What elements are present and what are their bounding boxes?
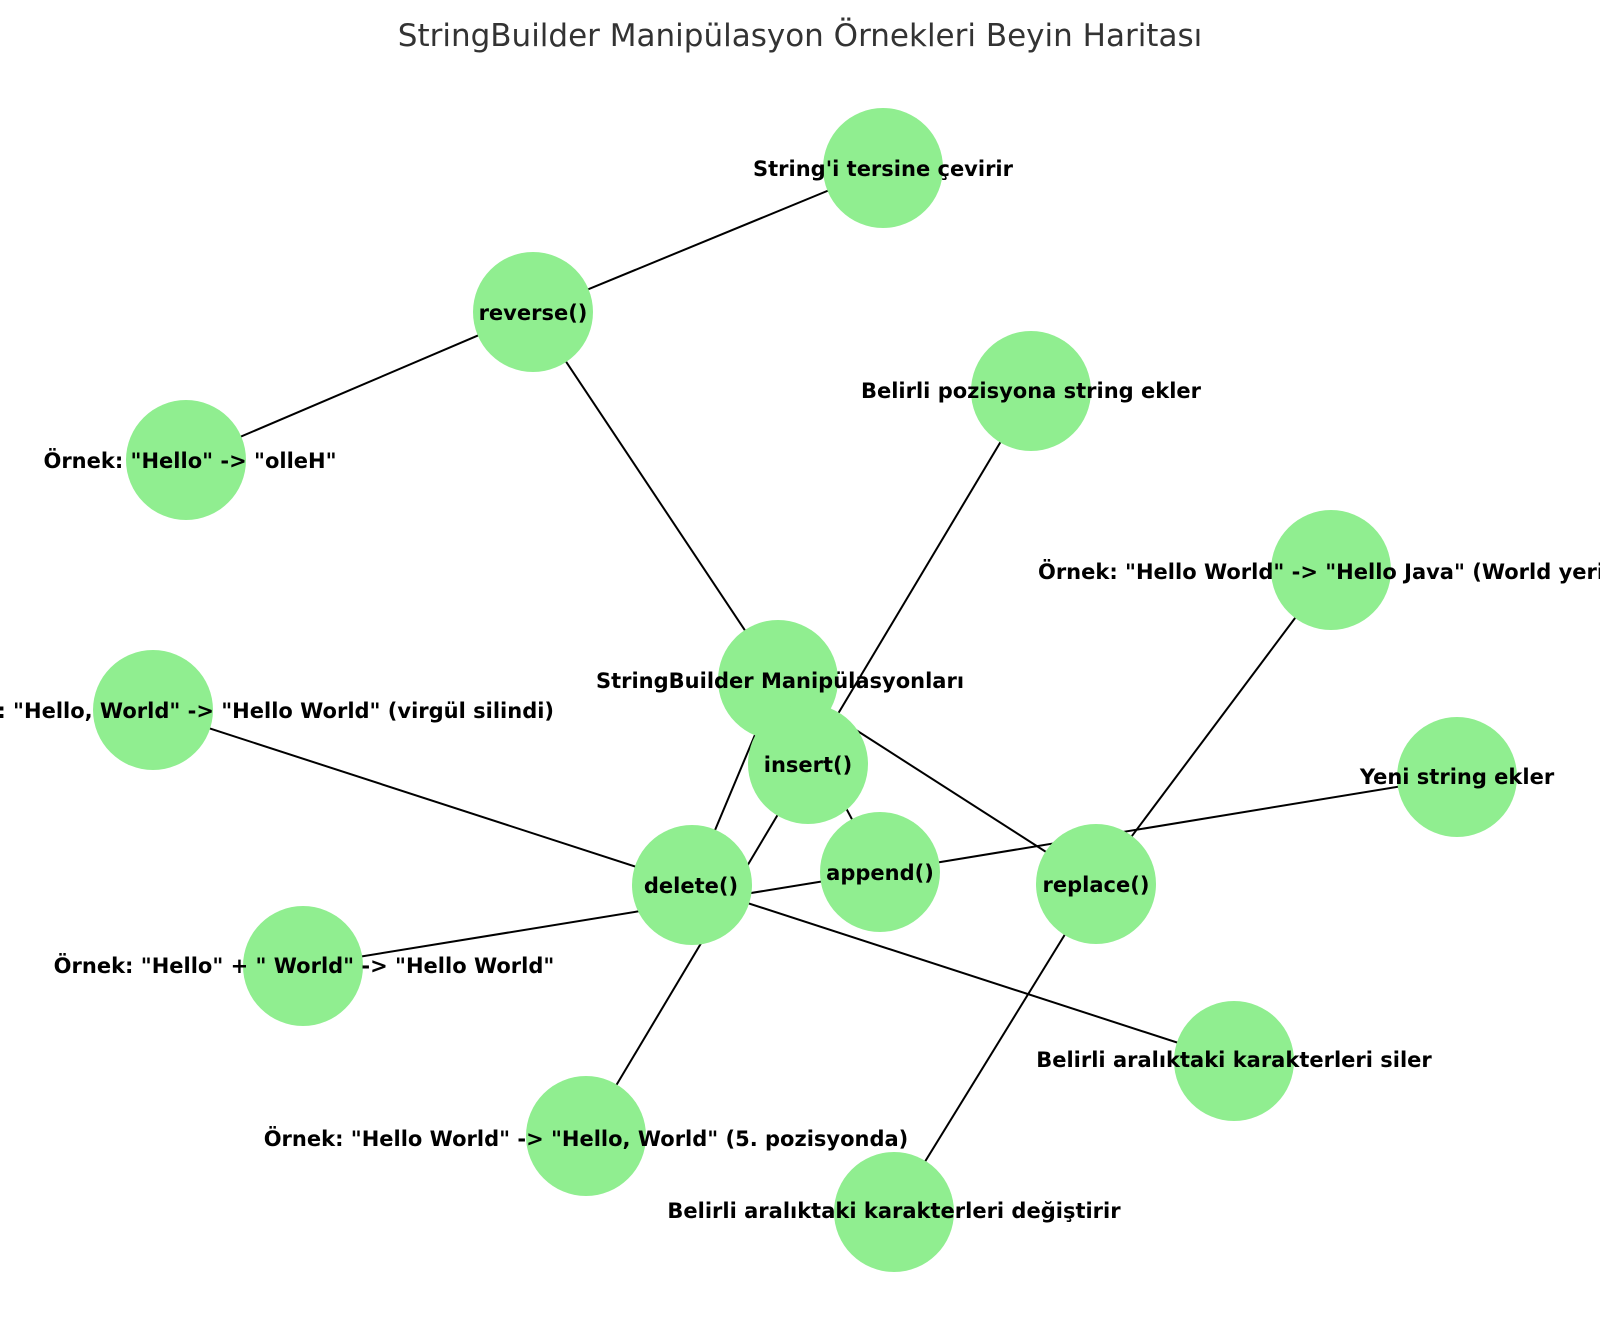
node-label-delete: delete() [644,874,738,898]
node-label-insert-desc: Belirli pozisyona string ekler [861,379,1202,403]
node-label-insert: insert() [764,753,852,777]
edge-insert-to-insert-desc [807,390,1032,765]
edge-append-to-append-example [302,871,881,967]
node-label-insert-example: Örnek: "Hello World" -> "Hello, World" (… [264,1126,909,1151]
edge-delete-to-delete-example [152,709,693,886]
node-delete-example [93,650,213,770]
edge-insert-to-insert-example [585,763,809,1137]
node-delete-desc [1174,1001,1294,1121]
edge-root-to-reverse [532,311,779,681]
node-label-root: StringBuilder Manipülasyonları [596,669,964,693]
node-append-desc [1397,717,1517,837]
edge-reverse-to-reverse-example [185,311,534,461]
node-label-append-desc: Yeni string ekler [1359,765,1555,789]
node-replace-example [1271,510,1391,630]
node-replace [1036,824,1156,944]
node-label-reverse: reverse() [479,301,588,325]
node-insert [748,704,868,824]
edge-append-to-append-desc [879,776,1458,873]
node-label-reverse-example: Örnek: "Hello" -> "olleH" [43,448,336,473]
node-replace-desc [834,1152,954,1272]
node-reverse [473,252,593,372]
node-reverse-desc [823,108,943,228]
edges-layer [152,167,1458,1213]
node-insert-example [526,1076,646,1196]
node-label-replace-desc: Belirli aralıktaki karakterleri değiştir… [667,1199,1121,1223]
node-label-replace-example: Örnek: "Hello World" -> "Hello Java" (Wo… [1038,559,1600,584]
node-append-example [243,906,363,1026]
node-label-reverse-desc: String'i tersine çevirir [753,157,1014,181]
node-delete [632,825,752,945]
node-reverse-example [126,400,246,520]
node-insert-desc [971,331,1091,451]
node-append [820,812,940,932]
nodes-layer: StringBuilder Manipülasyonları insert() ap… [0,108,1600,1272]
node-label-append: append() [826,861,934,885]
edge-delete-to-delete-desc [691,884,1235,1062]
node-label-replace: replace() [1043,873,1150,897]
edge-replace-to-replace-desc [893,883,1097,1213]
node-label-append-example: Örnek: "Hello" + " World" -> "Hello Worl… [54,953,555,978]
node-label-delete-example: Örnek: "Hello, World" -> "Hello World" (… [0,698,554,723]
edge-reverse-to-reverse-desc [532,167,884,313]
diagram-title: StringBuilder Manipülasyon Örnekleri Bey… [398,17,1202,54]
node-label-delete-desc: Belirli aralıktaki karakterleri siler [1036,1048,1432,1072]
edge-replace-to-replace-example [1095,569,1332,885]
